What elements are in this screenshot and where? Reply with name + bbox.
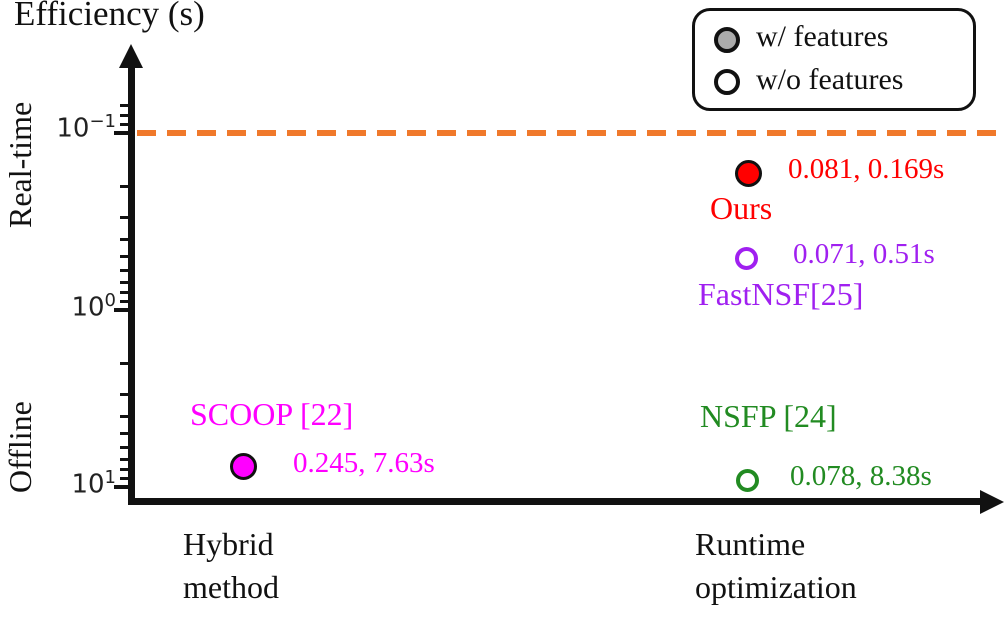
- data-label-ours-values: 0.081, 0.169s: [788, 153, 945, 185]
- data-label-fastnsf-name: FastNSF[25]: [698, 276, 864, 312]
- y-major-tick-0.1: [114, 131, 128, 135]
- y-minor-tick-0.2: [120, 185, 128, 188]
- y-minor-tick-4: [120, 415, 128, 418]
- realtime-threshold-line: [137, 130, 1007, 136]
- y-minor-tick-3: [120, 393, 128, 396]
- y-minor-tick-5: [120, 432, 128, 435]
- y-tick-label-1: 100: [71, 290, 116, 323]
- y-minor-tick-0.7: [120, 281, 128, 284]
- data-label-scoop-name: SCOOP [22]: [190, 396, 354, 432]
- x-category-hybrid-line1: Hybrid: [183, 526, 274, 562]
- data-point-scoop: [230, 453, 257, 480]
- y-axis-arrow-icon: [119, 44, 143, 68]
- data-label-scoop-values: 0.245, 7.63s: [293, 447, 435, 479]
- data-point-ours: [735, 160, 762, 187]
- y-minor-tick-0.09: [120, 123, 128, 126]
- x-category-hybrid-method: Hybrid method: [183, 523, 279, 609]
- data-label-fastnsf-values: 0.071, 0.51s: [793, 238, 935, 270]
- x-axis-line: [128, 498, 984, 505]
- x-category-hybrid-line2: method: [183, 569, 279, 606]
- x-category-runtime-line1: Runtime: [695, 526, 806, 562]
- legend-box: [692, 8, 976, 111]
- data-point-nsfp: [736, 469, 759, 492]
- y-minor-tick-0.6: [120, 269, 128, 272]
- x-category-runtime-optimization: Runtime optimization: [695, 523, 857, 609]
- y-axis-line: [128, 60, 135, 503]
- data-label-nsfp-name: NSFP [24]: [700, 398, 837, 434]
- legend-marker-open-circle-icon: [714, 69, 740, 95]
- y-minor-tick-0.9: [120, 300, 128, 303]
- y-zone-label-offline: Offline: [2, 401, 38, 494]
- y-major-tick-1: [114, 308, 128, 312]
- legend-marker-filled-circle-icon: [714, 27, 740, 53]
- data-point-fastnsf: [735, 247, 758, 270]
- y-minor-tick-9: [120, 477, 128, 480]
- y-minor-tick-0.5: [120, 255, 128, 258]
- y-major-tick-10: [114, 485, 128, 489]
- data-label-ours-name: Ours: [710, 190, 773, 226]
- y-minor-tick-2: [120, 362, 128, 365]
- y-minor-tick-8: [120, 468, 128, 471]
- legend-label-without-features: w/o features: [756, 63, 904, 96]
- y-minor-tick-7: [120, 458, 128, 461]
- y-minor-tick-6: [120, 446, 128, 449]
- y-minor-tick-0.4: [120, 238, 128, 241]
- chart-title: Efficiency (s): [14, 0, 205, 33]
- x-axis-arrow-icon: [980, 489, 1004, 514]
- y-minor-tick-0.08: [120, 114, 128, 117]
- y-minor-tick-0.3: [120, 216, 128, 219]
- y-minor-tick-0.8: [120, 291, 128, 294]
- y-zone-label-realtime: Real-time: [2, 101, 38, 229]
- y-minor-tick-0.07: [120, 104, 128, 107]
- legend-label-with-features: w/ features: [756, 20, 889, 53]
- y-tick-label-10: 101: [71, 467, 116, 500]
- y-tick-label-0.1: 10−1: [56, 111, 116, 144]
- data-label-nsfp-values: 0.078, 8.38s: [790, 460, 932, 492]
- x-category-runtime-line2: optimization: [695, 569, 857, 606]
